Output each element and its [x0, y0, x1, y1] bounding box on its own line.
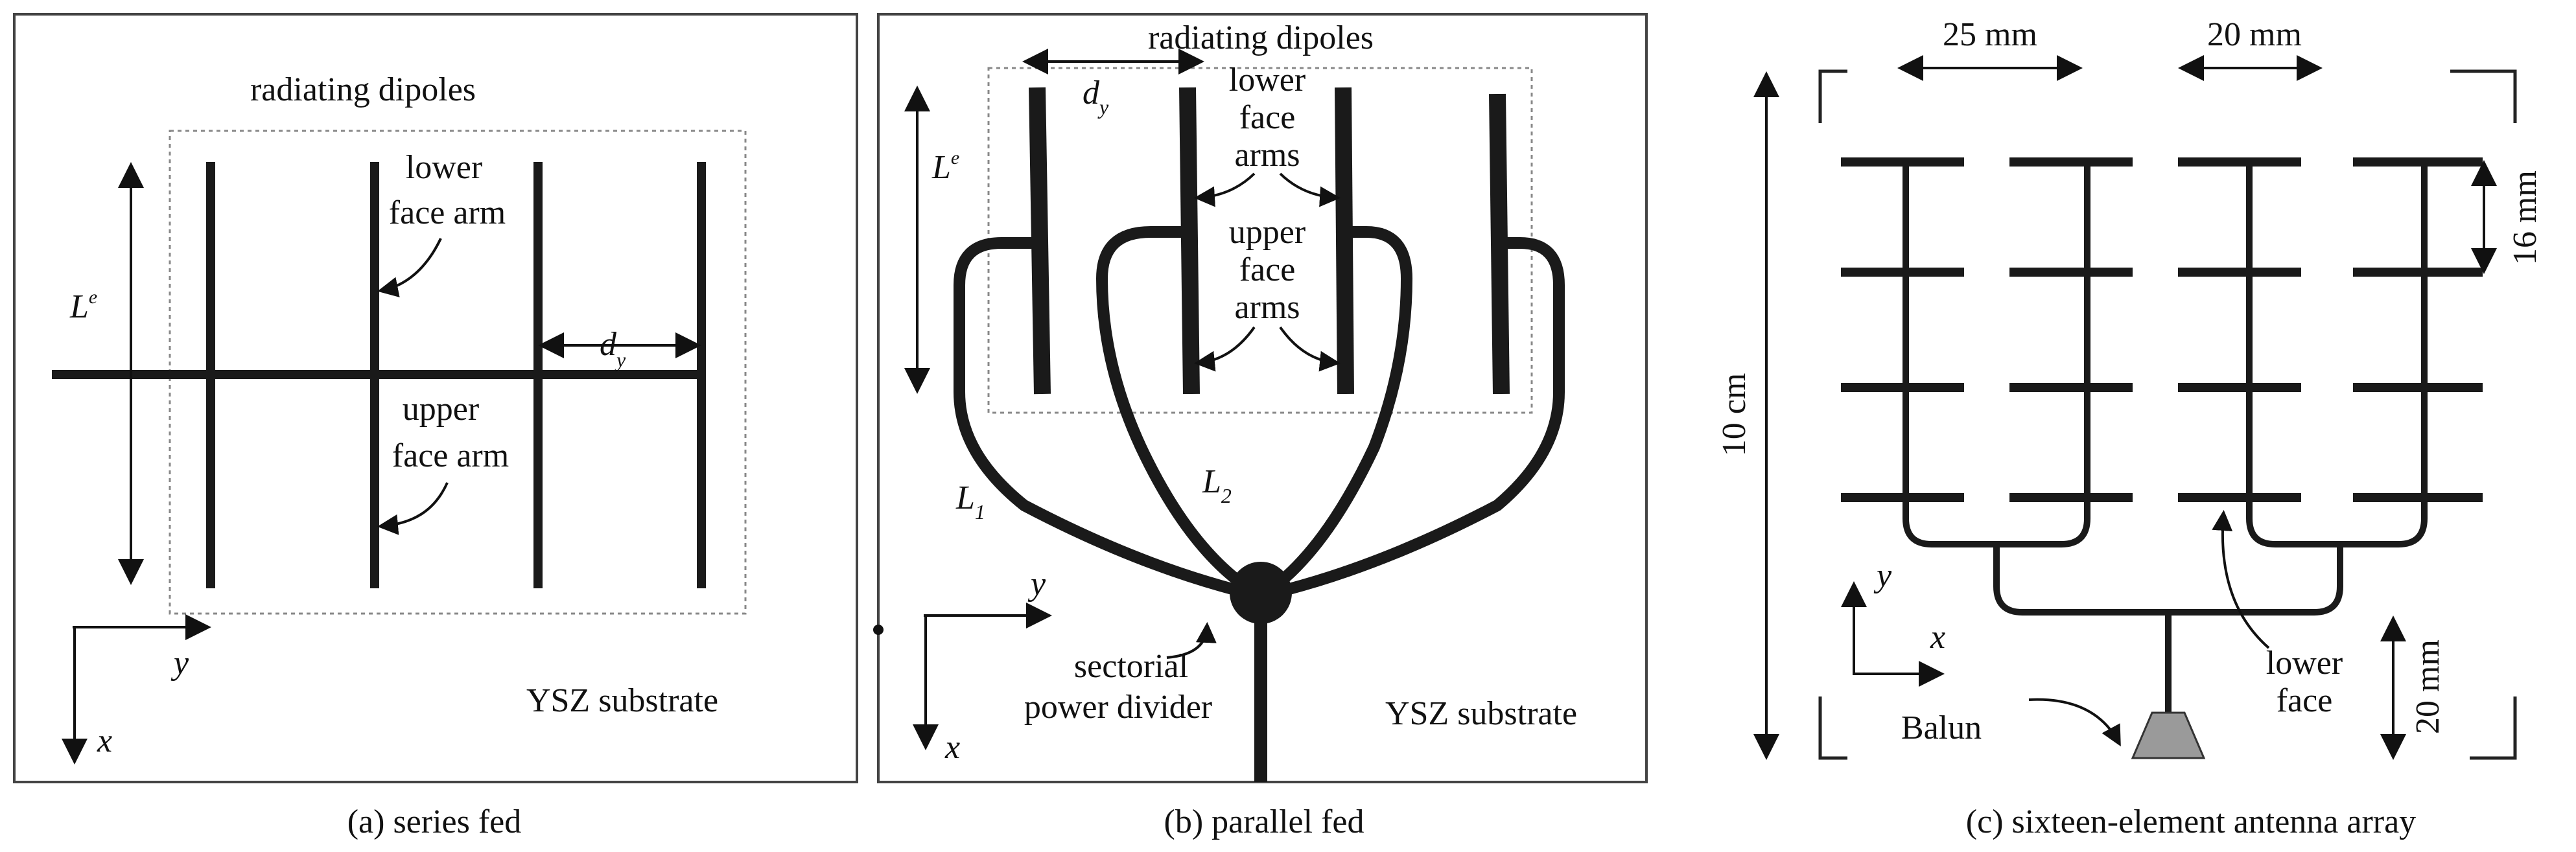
panel-b-sectorial-divider	[1230, 562, 1292, 624]
panel-c-bracket-tr	[2450, 69, 2517, 123]
panel-b-caption: (b) parallel fed	[1164, 803, 1364, 840]
panel-b-feed-outer-right	[1259, 237, 1565, 602]
panel-c-dim-20-label: 20 mm	[2207, 16, 2302, 53]
panel-b-upper-label-2: face	[1239, 251, 1296, 288]
panel-c-feed-left-pair	[1903, 162, 2090, 547]
panel-c-axis-y-label: y	[1873, 557, 1892, 594]
panel-a-dy-label: dy	[600, 326, 626, 371]
panel-c-sixteen-element-array: 25 mm 20 mm 16 mm 10 cm 20 mm y x lower …	[1716, 16, 2544, 760]
panel-c-bracket-tl	[1818, 69, 1847, 123]
panel-b-dot	[873, 625, 884, 635]
panel-b-lower-label-1: lower	[1229, 62, 1306, 98]
panel-b-upper-label-3: arms	[1234, 289, 1300, 326]
panel-b-Le-label: Le	[931, 147, 959, 186]
panel-b-upper-pointer-left	[1194, 326, 1256, 372]
panel-c-caption: (c) sixteen-element antenna array	[1966, 803, 2416, 840]
panel-c-dim-16-label: 16 mm	[2507, 170, 2544, 265]
panel-b-feed-inner-right	[1258, 226, 1413, 601]
panel-a-axis-x-label: x	[97, 722, 112, 759]
panel-c-feed-right-pair	[2246, 162, 2428, 547]
panel-a-lower-arm-label-2: face arm	[389, 194, 506, 231]
panel-b-axis-y-label: y	[1027, 566, 1046, 603]
panel-a-axis-y-label: y	[170, 645, 189, 682]
panel-a-title: radiating dipoles	[250, 71, 476, 108]
panel-b-substrate-label: YSZ substrate	[1385, 695, 1577, 732]
panel-c-axis-x-label: x	[1930, 619, 1945, 656]
panel-c-dim-20v-label: 20 mm	[2409, 639, 2446, 734]
panel-c-bracket-bl	[1818, 697, 1847, 760]
panel-c-bracket-br	[2470, 697, 2517, 760]
panel-b-title: radiating dipoles	[1148, 19, 1374, 56]
panel-b-dipole-2	[1179, 87, 1200, 395]
panel-b-divider-label-1: sectorial	[1074, 648, 1188, 685]
panel-b-upper-pointer-right	[1279, 326, 1341, 372]
panel-b-lower-pointer-right	[1279, 172, 1341, 207]
panel-a-Le-label: Le	[69, 286, 97, 325]
panel-b-feed-outer-left	[954, 237, 1263, 602]
panel-c-balun-label: Balun	[1901, 709, 1982, 746]
panel-c-balun-pointer	[2028, 698, 2121, 747]
panel-b-axis-x-label: x	[944, 729, 960, 766]
panel-c-dipole-grid	[1841, 157, 2483, 502]
panel-a-upper-arm-label-2: face arm	[392, 437, 509, 474]
panel-b-upper-label-1: upper	[1229, 214, 1306, 251]
panel-b-dipole-3	[1335, 87, 1354, 395]
panel-b-lower-label-2: face	[1239, 99, 1296, 136]
panel-c-dim-10cm-label: 10 cm	[1716, 373, 1753, 457]
panel-a-lower-arm-pointer	[377, 238, 442, 297]
panel-b-parallel-fed: radiating dipoles dy Le lower face arms …	[873, 13, 1648, 783]
panel-b-lower-label-3: arms	[1234, 137, 1300, 174]
panel-a-caption: (a) series fed	[347, 803, 522, 840]
panel-c-lower-pointer	[2212, 510, 2270, 649]
panel-a-substrate-label: YSZ substrate	[526, 682, 718, 719]
panel-c-feed-combiner	[1993, 544, 2343, 616]
panel-c-balun-shape	[2131, 711, 2206, 759]
panel-a-series-fed: radiating dipoles Le dy lower face arm u…	[13, 13, 858, 783]
panel-a-substrate-border	[13, 13, 858, 783]
panel-c-lower-label-2: face	[2277, 682, 2333, 719]
panel-a-lower-arm-label-1: lower	[406, 149, 482, 186]
panel-b-feed-inner-left	[1095, 226, 1264, 601]
panel-b-dipole-4	[1489, 93, 1510, 395]
panel-b-L1-label: L1	[955, 479, 985, 524]
panel-b-lower-pointer-left	[1194, 172, 1256, 207]
panel-a-upper-arm-pointer	[377, 482, 449, 535]
panel-c-dim-25-label: 25 mm	[1943, 16, 2037, 53]
panel-a-upper-arm-label-1: upper	[403, 391, 479, 428]
panel-c-feed-network	[1903, 162, 2428, 755]
panel-b-divider-label-2: power divider	[1024, 689, 1212, 726]
panel-b-divider-pointer	[1166, 622, 1217, 659]
panel-c-lower-label-1: lower	[2266, 645, 2343, 682]
panel-b-dy-label: dy	[1083, 75, 1109, 119]
panel-b-L2-label: L2	[1202, 463, 1232, 507]
panel-b-dipole-1	[1029, 87, 1051, 395]
